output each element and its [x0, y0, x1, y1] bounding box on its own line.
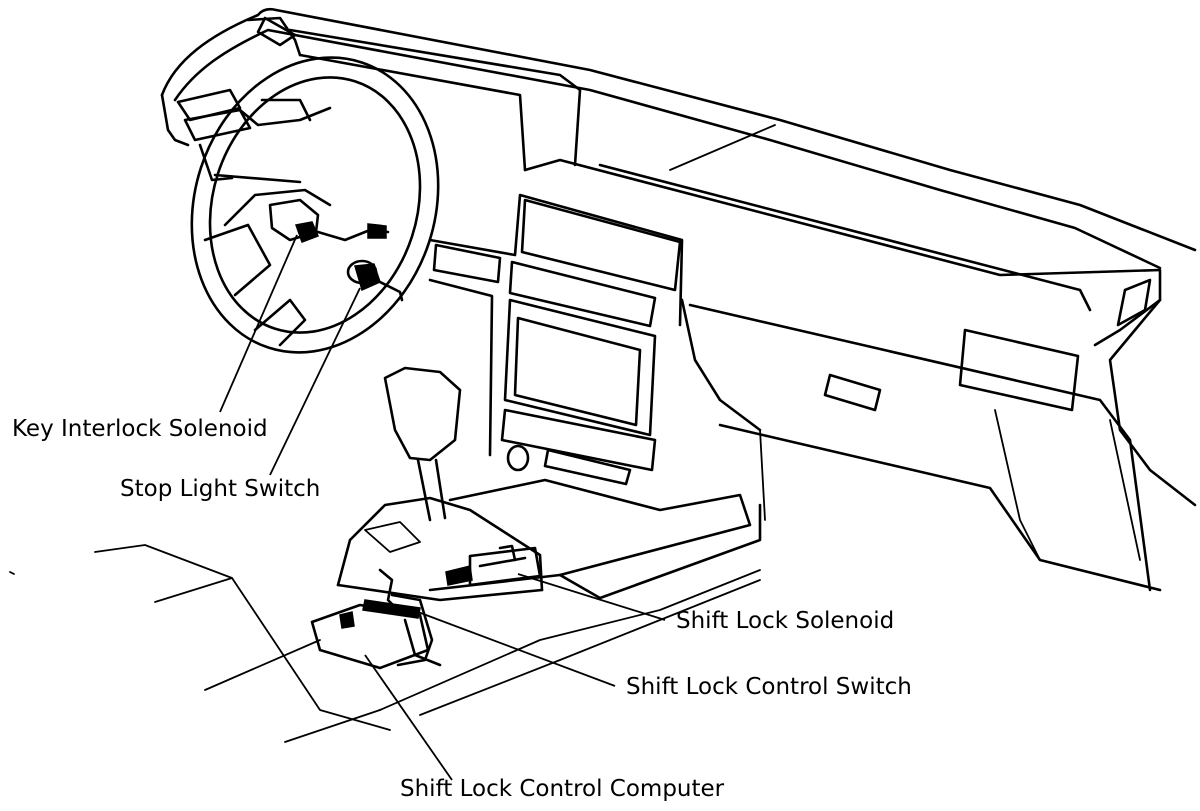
- label-shift-lock-control-computer: Shift Lock Control Computer: [400, 776, 725, 802]
- center-console: [336, 366, 762, 602]
- shift-lock-solenoid-part: [445, 544, 542, 587]
- label-shift-lock-control-switch: Shift Lock Control Switch: [626, 674, 912, 700]
- glove-box: [688, 303, 1162, 592]
- leader-lines: [219, 234, 666, 781]
- stop-light-switch-part: [346, 259, 404, 302]
- label-shift-lock-solenoid: Shift Lock Solenoid: [676, 608, 895, 634]
- key-interlock-solenoid-part: [268, 198, 390, 243]
- shift-lock-control-parts: [310, 568, 442, 670]
- steering-wheel: [190, 56, 440, 354]
- floor-lines: [9, 544, 761, 743]
- label-key-interlock-solenoid: Key Interlock Solenoid: [12, 416, 268, 442]
- center-stack: [428, 193, 762, 486]
- label-stop-light-switch: Stop Light Switch: [120, 476, 321, 502]
- dashboard-outline: [160, 7, 1197, 507]
